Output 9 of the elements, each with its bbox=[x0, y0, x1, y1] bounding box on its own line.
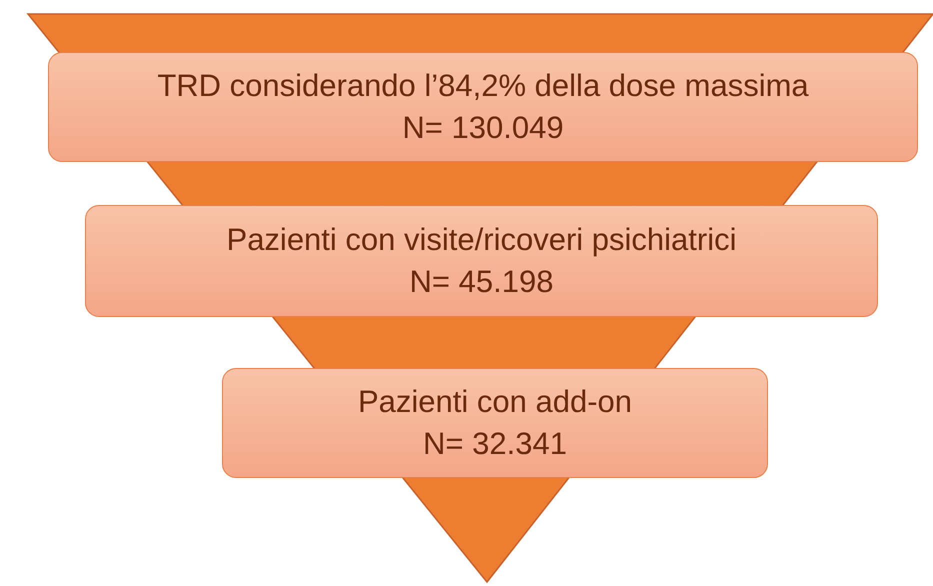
stage-label: TRD considerando l’84,2% della dose massima bbox=[157, 67, 809, 106]
count-label: N= 32.341 bbox=[423, 425, 567, 463]
count-label: N= 45.198 bbox=[410, 263, 554, 301]
stage-label: Pazienti con add-on bbox=[358, 383, 632, 422]
funnel-stage-box bbox=[48, 52, 918, 162]
funnel-stage-box bbox=[85, 205, 878, 317]
stage-label: Pazienti con visite/ricoveri psichiatrici bbox=[226, 221, 736, 260]
funnel-stage-box bbox=[222, 368, 768, 478]
count-label: N= 130.049 bbox=[402, 109, 564, 147]
